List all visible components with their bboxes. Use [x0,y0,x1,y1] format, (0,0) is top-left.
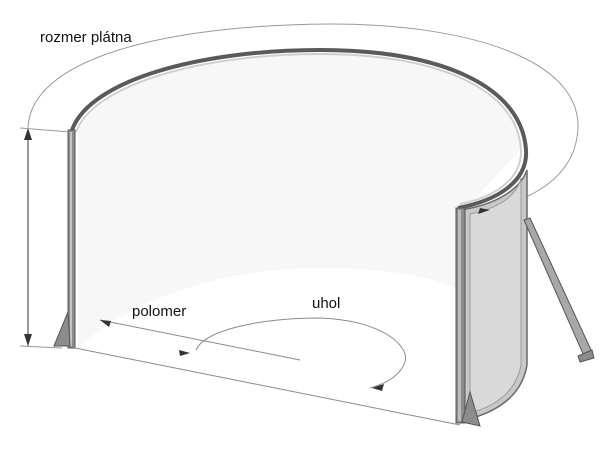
canvas-size-dimension-arc [27,23,579,211]
height-arrow-top [24,128,32,140]
canvas-size-label: rozmer plátna [40,29,132,46]
height-arrow-bottom [24,334,32,346]
right-front-post-highlight [458,210,461,421]
canvas-size-arrow-right [478,208,490,214]
angle-dimension-arc [195,317,406,389]
radius-dimension-line [74,347,461,426]
left-foot [53,311,71,347]
left-post-highlight [70,132,72,346]
rear-brace-leg [523,217,593,357]
radius-arrow-left [100,320,111,327]
right-front-foot [461,390,481,427]
height-extension-bottom [19,345,63,349]
angle-arrow-end [372,384,384,391]
radius-dimension-line-2 [99,319,301,361]
screen-surface [78,55,520,348]
angle-label: uhol [312,295,340,312]
radius-arrow-mid [179,350,190,356]
height-extension-top [19,127,71,133]
right-frame-panel-inner-edge [469,177,522,414]
radius-label: polomer [132,303,186,320]
frame-top-rim [70,47,529,210]
frame-top-rim-highlight [75,52,523,205]
rear-brace-foot [577,349,595,363]
